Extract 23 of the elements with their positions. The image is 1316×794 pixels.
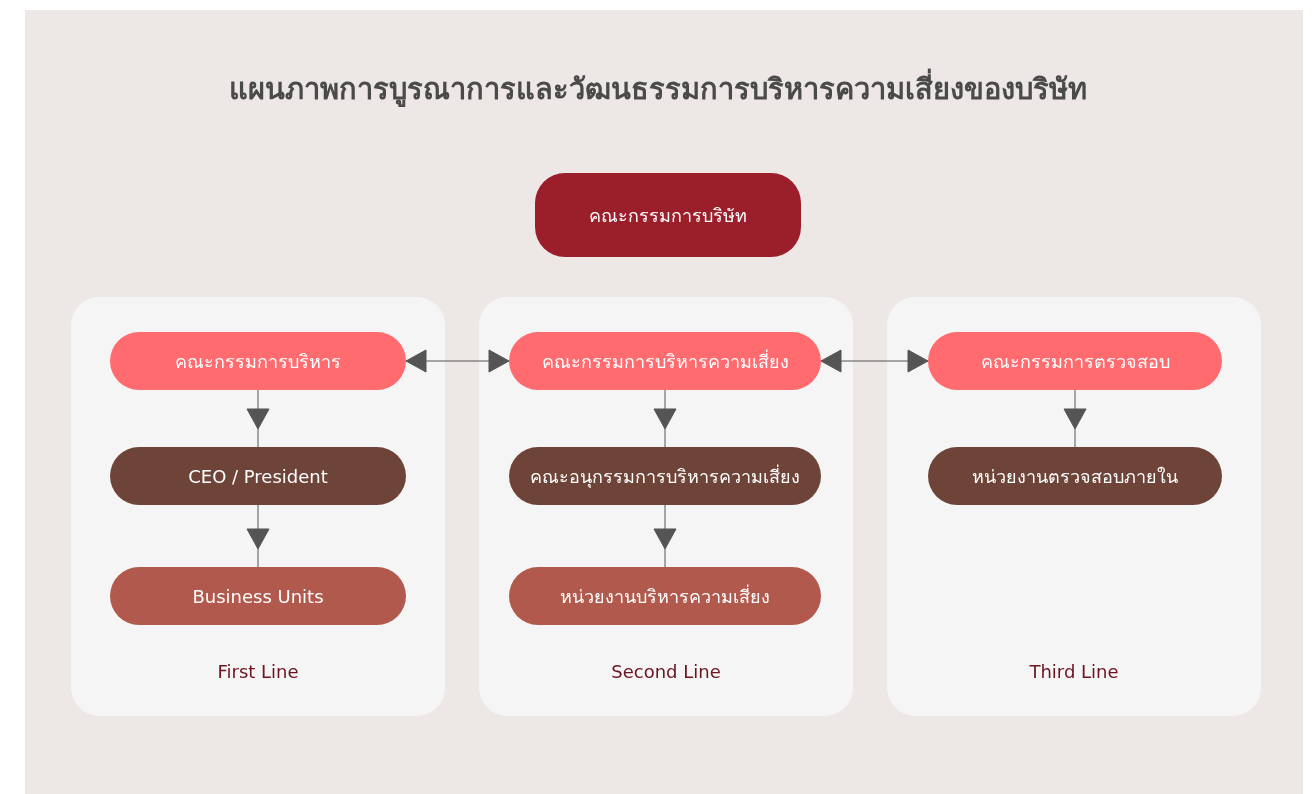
role-pill: หน่วยงานตรวจสอบภายใน	[928, 447, 1222, 505]
panel	[71, 297, 445, 716]
role-pill: หน่วยงานบริหารความเสี่ยง	[509, 567, 821, 625]
arrow	[246, 504, 270, 568]
arrow	[405, 349, 510, 373]
line-label: Second Line	[610, 661, 722, 682]
board-box: คณะกรรมการบริษัท	[535, 173, 801, 257]
role-pill: คณะกรรมการบริหารความเสี่ยง	[509, 332, 821, 390]
panel	[887, 297, 1261, 716]
arrow	[653, 504, 677, 568]
role-pill: Business Units	[110, 567, 406, 625]
arrow	[820, 349, 929, 373]
arrow	[653, 389, 677, 448]
line-label: Third Line	[1028, 661, 1120, 682]
role-pill: คณะกรรมการตรวจสอบ	[928, 332, 1222, 390]
diagram-title: แผนภาพการบูรณาการและวัฒนธรรมการบริหารความเสี่ยงของบริษัท	[0, 66, 1316, 112]
role-pill: คณะอนุกรรมการบริหารความเสี่ยง	[509, 447, 821, 505]
panel	[479, 297, 853, 716]
role-pill: CEO / President	[110, 447, 406, 505]
arrow	[246, 389, 270, 448]
arrow	[1063, 389, 1087, 448]
line-label: First Line	[216, 661, 300, 682]
role-pill: คณะกรรมการบริหาร	[110, 332, 406, 390]
